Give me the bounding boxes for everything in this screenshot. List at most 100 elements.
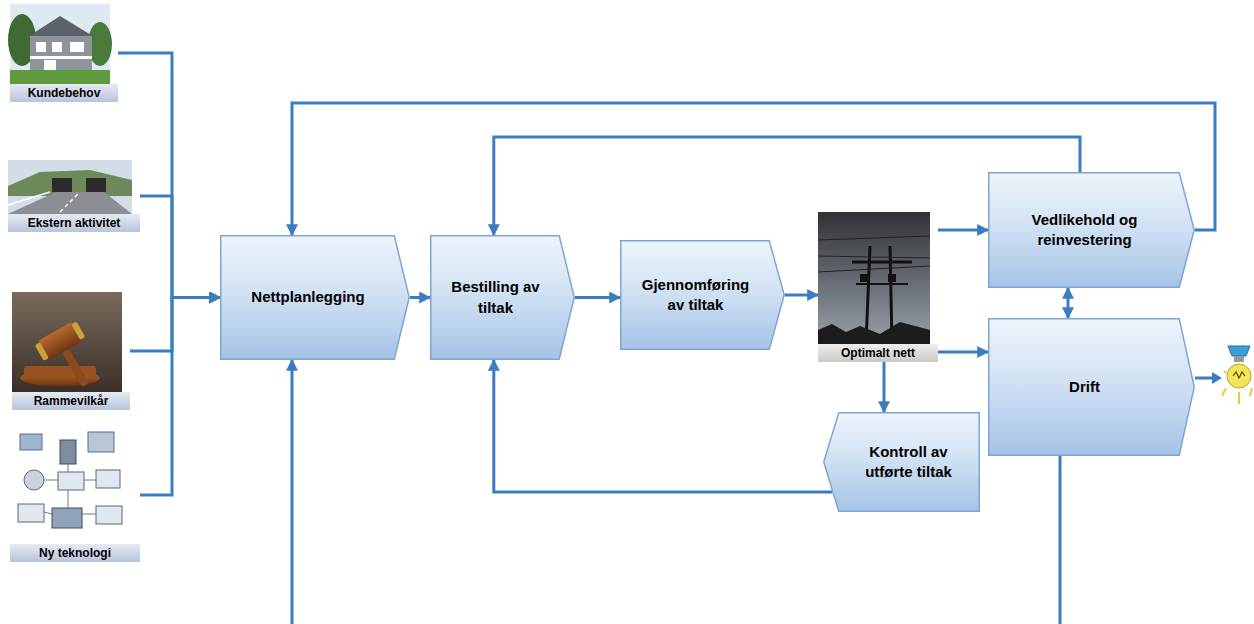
illustration-part [12,292,122,392]
illustration-part [10,70,110,84]
illustration-part [888,274,896,282]
box-label: Vedlikehold og reinvestering [1000,210,1169,251]
box-outline [621,241,785,350]
illustration-part [70,42,84,52]
illustration-part [8,192,50,205]
illustration-part [34,320,107,398]
process-chevron: Bestilling av tiltak [430,235,575,360]
illustration-part [36,42,46,52]
illustration-part [818,236,930,240]
illustration-part [82,514,96,515]
box-shape [620,240,785,350]
box-outline [221,236,410,360]
box-label: Gjennomføring av tiltak [632,275,759,316]
power-line-photo [818,212,930,344]
illustration-part [10,428,132,544]
illustration-part [88,432,114,452]
technology-picture [10,428,132,544]
illustration-part [86,178,106,192]
illustration-part [44,480,58,481]
illustration-part [18,504,44,522]
illustration-part [818,266,930,272]
illustration-part [856,283,908,285]
gavel-picture [12,292,122,397]
illustration-part [20,434,42,450]
illustration-part [8,192,132,214]
illustration-part [84,480,96,481]
box-label: Drift [1069,377,1100,397]
process-chevron: Gjennomføring av tiltak [620,240,785,350]
box-shape [988,172,1195,288]
illustration-part [818,212,930,344]
illustration-part [1224,371,1226,373]
box-outline [824,413,980,512]
picture-caption: Ekstern aktivitet [8,214,140,232]
flow-arrow [130,298,220,352]
illustration-part [852,261,912,264]
illustration-part [1212,372,1222,384]
illustration-part [30,36,92,72]
illustration-part [62,349,89,388]
illustration-part [35,342,49,361]
picture-node: Rammevilkår [12,292,130,410]
house-picture [8,4,112,84]
flow-arrow [938,351,988,354]
box-outline [989,319,1195,456]
illustration-part [24,366,96,376]
flow-arrow [140,298,220,496]
flow-arrow [494,360,832,492]
flow-arrow [292,360,1060,624]
picture-caption: Optimalt nett [818,344,938,362]
picture-node: Kundebehov [10,4,118,102]
flow-arrow [1067,288,1070,318]
flow-arrow [410,296,430,299]
flow-arrow [140,196,220,298]
illustration-part [68,464,69,472]
flow-arrow [118,53,220,298]
photo-node: Optimalt nett [818,212,938,362]
illustration-part [58,472,84,490]
illustration-part [818,322,930,344]
process-chevron: Vedlikehold og reinvestering [988,172,1195,288]
illustration-part [1238,392,1240,404]
illustration-part [1227,364,1251,388]
picture-caption: Rammevilkår [12,392,130,410]
illustration-part [8,160,132,214]
illustration-part [24,470,44,490]
flow-arrow [938,229,988,232]
illustration-part [1195,377,1214,380]
road-picture [8,160,132,214]
picture-caption: Kundebehov [10,84,118,102]
process-chevron: Nettplanlegging [220,235,410,360]
box-label: Nettplanlegging [251,287,364,307]
picture-node: Ekstern aktivitet [8,160,140,232]
process-chevron: Drift [988,318,1195,456]
flow-arrow [883,362,886,412]
picture-node: Ny teknologi [10,428,140,562]
flow-arrow [575,296,620,299]
illustration-part [44,512,52,514]
illustration-part [68,490,69,508]
illustration-part [71,321,85,340]
control-chevron: Kontroll av utførte tiltak [823,412,980,512]
illustration-part [1250,388,1252,396]
light-bulb [1195,346,1252,404]
box-outline [989,173,1195,288]
picture-caption: Ny teknologi [10,544,140,562]
illustration-part [96,470,120,488]
box-shape [430,235,575,360]
illustration-part [60,440,76,464]
illustration-part [818,256,930,258]
illustration-part [1233,372,1245,378]
flow-arrow [785,294,818,297]
box-shape [823,412,980,512]
box-label: Kontroll av utførte tiltak [849,442,968,483]
illustration-part [1222,388,1226,396]
illustration-part [96,506,122,524]
illustration-part [52,42,62,52]
box-label: Bestilling av tiltak [442,277,549,318]
illustration-part [30,56,92,59]
illustration-part [52,508,82,528]
